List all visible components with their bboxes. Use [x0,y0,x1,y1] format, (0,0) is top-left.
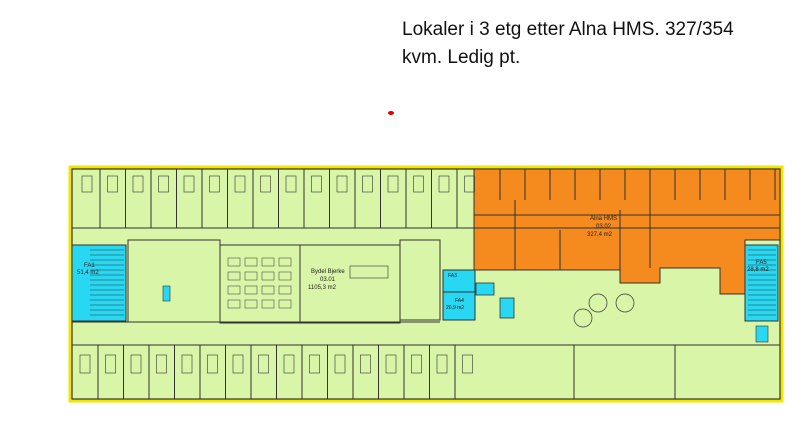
workstation [244,285,258,295]
desk-outline [464,175,475,193]
desk-outline [234,175,246,193]
round-table [588,293,608,313]
desk-outline [183,175,195,193]
meeting-table [349,265,389,279]
desk-outline [309,354,320,374]
desk-outline [260,175,271,193]
desk-outline [132,175,144,193]
desk-outline [258,354,269,374]
round-table [615,293,635,313]
alna-room-name: Alna HMS [590,216,617,222]
wall-lines [72,169,780,399]
desk-outline [156,354,167,374]
workstation [261,257,275,267]
workstation [227,271,241,281]
desk-outline [181,354,193,374]
shaft-small-3 [162,285,171,302]
desk-outline [232,354,244,374]
room-fa4-code: FA4 [455,298,464,304]
stair-fa5 [744,244,779,322]
room-fa1-code: FA1 [84,263,95,269]
center-room-area: 1105,3 m2 [308,285,337,291]
plan-caption: Lokaler i 3 etg etter Alna HMS. 327/354 … [402,16,802,72]
desk-outline [107,175,118,193]
shaft-small-4 [755,325,769,343]
room-fa5-area: 28,8 m2 [747,267,769,273]
workstation [227,257,241,267]
desk-outline [311,175,322,193]
shaft-fa4 [442,291,476,321]
workstation [227,285,241,295]
desk-outline [209,175,220,193]
workstation [244,299,258,309]
desk-outline [387,175,399,193]
workstation [278,299,292,309]
center-room-number: 03.01 [320,277,336,283]
desk-outline [411,354,422,374]
workstation [261,299,275,309]
desk-outline [81,175,93,193]
shaft-small-1 [475,282,495,296]
desk-outline [385,354,397,374]
desk-outline [413,175,424,193]
desk-outline [158,175,169,193]
desk-outline [438,175,450,193]
workstation [261,271,275,281]
desk-outline [79,354,91,374]
desk-outline [207,354,218,374]
round-table [573,308,593,328]
room-fa3-code: FA3 [448,273,457,279]
desk-outline [362,175,373,193]
desk-outline [105,354,116,374]
shaft-small-2 [499,297,515,319]
caption-line-1: Lokaler i 3 etg etter Alna HMS. 327/354 [402,19,734,40]
desk-outline [283,354,295,374]
desk-outline [436,354,448,374]
workstation [227,299,241,309]
desk-outline [130,354,142,374]
desk-outline [285,175,297,193]
alna-room-area: 327,4 m2 [587,232,613,238]
workstation [278,285,292,295]
alna-room-number: 03.02 [596,224,612,230]
room-fa1-area: 51,4 m2 [77,270,99,276]
room-fa5-code: FA5 [756,260,767,266]
workstation [244,257,258,267]
workstation [278,271,292,281]
desk-outline [336,175,348,193]
workstation [244,271,258,281]
desk-outline [334,354,346,374]
workstation [261,285,275,295]
caption-line-2: kvm. Ledig pt. [402,47,521,68]
desk-outline [360,354,371,374]
desk-outline [462,354,473,374]
red-marker-dot [388,111,394,115]
room-fa4-area: 20,9 m2 [446,305,464,311]
core-right [399,239,441,321]
center-room-name: Bydel Bjerke [311,269,345,275]
stair-fa1 [71,244,127,322]
workstation [278,257,292,267]
